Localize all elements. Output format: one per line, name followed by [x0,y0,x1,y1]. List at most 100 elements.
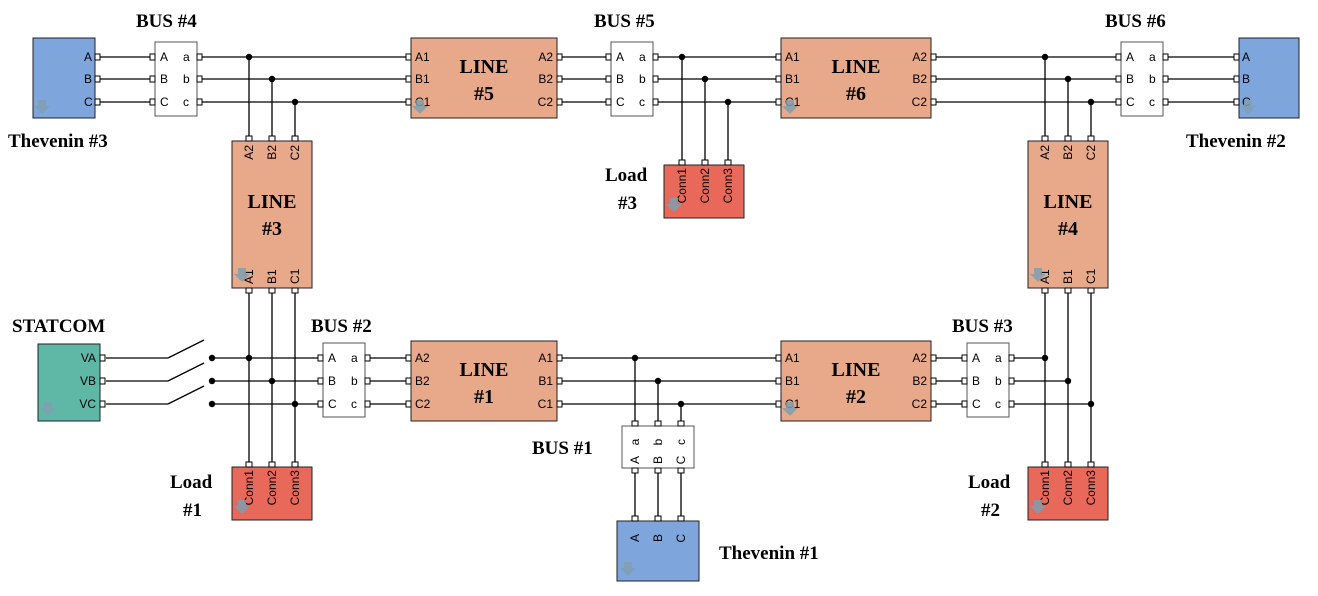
bus-4-label: BUS #4 [136,11,197,32]
ground-arrow-icon [34,100,50,114]
svg-text:b: b [183,72,190,86]
svg-text:b: b [995,374,1002,388]
load-1-block[interactable]: Conn1 Conn2 Conn3 [231,461,313,521]
svg-text:C2: C2 [288,145,302,161]
bus-5-block[interactable]: A B C a b c [605,41,659,117]
line-6-title: LINE [832,56,881,78]
statcom-label: STATCOM [12,316,105,337]
svg-text:A2: A2 [242,145,256,160]
svg-text:b: b [639,72,646,86]
line-5-block[interactable]: A1 B1 C1 A2 B2 C2 LINE #5 [405,37,563,119]
svg-text:c: c [674,439,688,445]
bus-3-block[interactable]: A B C a b c [961,342,1015,418]
bus-5-label: BUS #5 [594,11,655,32]
wires [100,56,1234,516]
svg-text:b: b [351,374,358,388]
line-4-block[interactable]: A2 B2 C2 A1 B1 C1 LINE #4 [1027,135,1109,294]
svg-text:B: B [651,456,665,464]
thevenin-3-block[interactable]: A B C [32,37,101,119]
svg-text:a: a [183,50,190,64]
thevenin-3-port-b: B [84,72,92,86]
svg-text:c: c [639,95,645,109]
svg-text:C: C [160,95,169,109]
svg-text:B1: B1 [785,374,800,388]
svg-text:b: b [1149,72,1156,86]
ground-arrow-icon [620,562,636,576]
load-2-block[interactable]: Conn1 Conn2 Conn3 [1027,461,1109,521]
svg-text:c: c [351,397,357,411]
statcom-block[interactable]: VA VB VC [37,343,106,422]
load-1-title: Load [170,472,213,493]
ground-arrow-icon [782,100,798,114]
svg-text:A2: A2 [1038,145,1052,160]
svg-text:C: C [1126,95,1135,109]
svg-text:B1: B1 [785,72,800,86]
bus-6-label: BUS #6 [1105,11,1166,32]
line-1-block[interactable]: A2 B2 C2 A1 B1 C1 LINE #1 [405,340,563,422]
svg-text:A: A [328,351,336,365]
svg-text:B: B [972,374,980,388]
load-2-title: Load [968,472,1011,493]
thevenin-3-port-c: C [84,95,93,109]
line-4-number: #4 [1058,218,1078,240]
svg-text:A: A [1126,50,1134,64]
ground-arrow-icon [234,268,250,282]
line-2-block[interactable]: A1 B1 C1 A2 B2 C2 LINE #2 [775,340,937,422]
svg-text:A2: A2 [538,50,553,64]
line-5-title: LINE [460,56,509,78]
svg-text:B: B [328,374,336,388]
ground-arrow-icon [1240,100,1256,114]
svg-text:Conn1: Conn1 [675,168,689,204]
svg-text:b: b [651,438,665,445]
svg-text:Conn2: Conn2 [265,470,279,506]
line-3-block[interactable]: A2 B2 C2 A1 B1 C1 LINE #3 [231,135,313,294]
svg-text:c: c [1149,95,1155,109]
line-6-block[interactable]: A1 B1 C1 A2 B2 C2 LINE #6 [775,37,937,119]
thevenin-3-label: Thevenin #3 [8,131,108,152]
line-3-number: #3 [262,218,282,240]
ground-arrow-icon [1030,500,1046,514]
bus-6-block[interactable]: A B C a b c [1115,41,1169,117]
svg-text:c: c [995,397,1001,411]
thevenin-1-port-a: A [628,534,642,542]
line-2-number: #2 [846,386,866,408]
svg-text:B: B [160,72,168,86]
line-4-title: LINE [1044,191,1093,213]
svg-text:A: A [616,50,624,64]
thevenin-1-block[interactable]: A B C [616,515,700,582]
ground-arrow-icon [412,100,428,114]
bus-1-block[interactable]: a b c A B C [621,420,695,474]
svg-text:a: a [995,351,1002,365]
ground-arrow-icon [782,402,798,416]
svg-text:B1: B1 [415,72,430,86]
bus-4-block[interactable]: A B C a b c [149,41,203,117]
ground-arrow-icon [234,500,250,514]
svg-text:Conn1: Conn1 [1038,470,1052,506]
ground-arrow-icon [666,198,682,212]
svg-text:A: A [160,50,168,64]
bus-1-label: BUS #1 [532,438,593,459]
svg-text:VA: VA [81,351,96,365]
line-3-title: LINE [248,191,297,213]
svg-text:C: C [616,95,625,109]
load-3-block[interactable]: Conn1 Conn2 Conn3 [663,159,745,219]
svg-text:Conn3: Conn3 [288,470,302,506]
thevenin-2-port-b: B [1242,72,1250,86]
load-2-number: #2 [981,500,1000,521]
svg-text:A1: A1 [785,351,800,365]
thevenin-2-port-a: A [1242,50,1250,64]
svg-text:A2: A2 [912,351,927,365]
bus-2-block[interactable]: A B C a b c [317,342,371,418]
thevenin-2-block[interactable]: A B C [1233,37,1300,119]
svg-text:B: B [1126,72,1134,86]
load-3-title: Load [605,165,648,186]
thevenin-1-port-b: B [651,534,665,542]
svg-text:A1: A1 [785,50,800,64]
svg-text:A1: A1 [538,351,553,365]
svg-text:C: C [674,455,688,464]
svg-text:a: a [628,438,642,445]
svg-text:Conn2: Conn2 [1061,470,1075,506]
svg-text:A: A [628,456,642,464]
svg-text:A: A [972,351,980,365]
